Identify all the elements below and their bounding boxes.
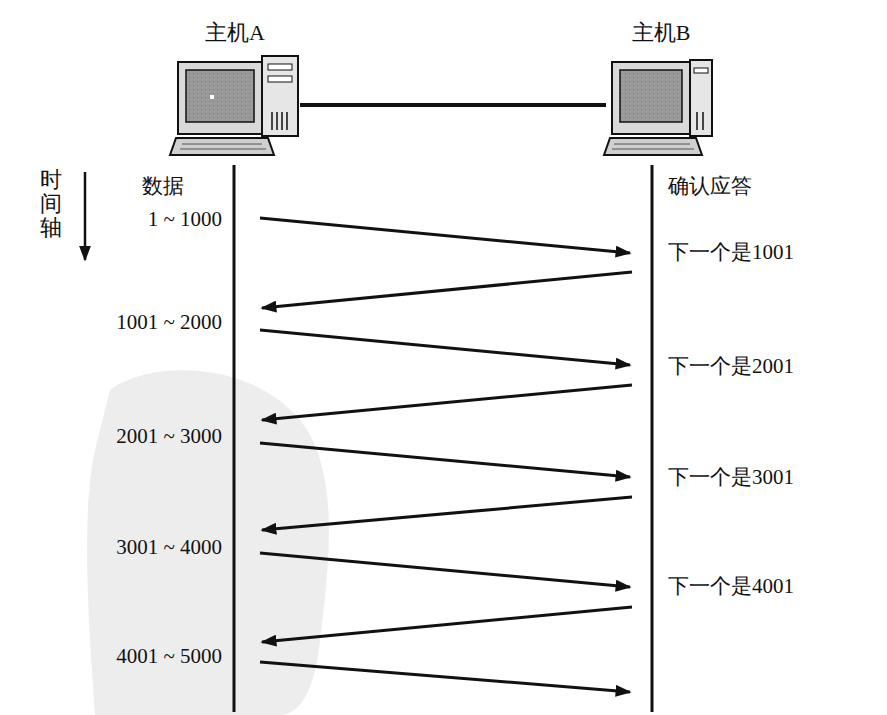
timeline [233, 165, 236, 712]
column-heading: 数据 [142, 174, 184, 199]
segment-range: 4001 ~ 5000 [116, 644, 222, 669]
timeline [651, 165, 654, 712]
host-computer: 主机A [170, 20, 300, 160]
computer-icon [170, 56, 298, 155]
host-name: 主机A [170, 20, 300, 46]
ack-number: 下一个是2001 [668, 354, 794, 379]
host-computer: 主机B [606, 20, 716, 160]
segment-range: 1001 ~ 2000 [116, 310, 222, 335]
column-heading: 确认应答 [668, 174, 752, 199]
ack-arrows [262, 272, 632, 642]
segment-range: 2001 ~ 3000 [116, 424, 222, 449]
segment-range: 3001 ~ 4000 [116, 535, 222, 560]
computer-icon [604, 60, 712, 155]
network-cable [300, 103, 606, 107]
time-axis-arrow [84, 172, 87, 260]
segment-range: 1 ~ 1000 [148, 207, 222, 232]
ack-number: 下一个是1001 [668, 240, 794, 265]
ack-number: 下一个是3001 [668, 465, 794, 490]
host-name: 主机B [606, 20, 716, 46]
axis-label: 时间轴 [40, 168, 62, 241]
ack-number: 下一个是4001 [668, 574, 794, 599]
